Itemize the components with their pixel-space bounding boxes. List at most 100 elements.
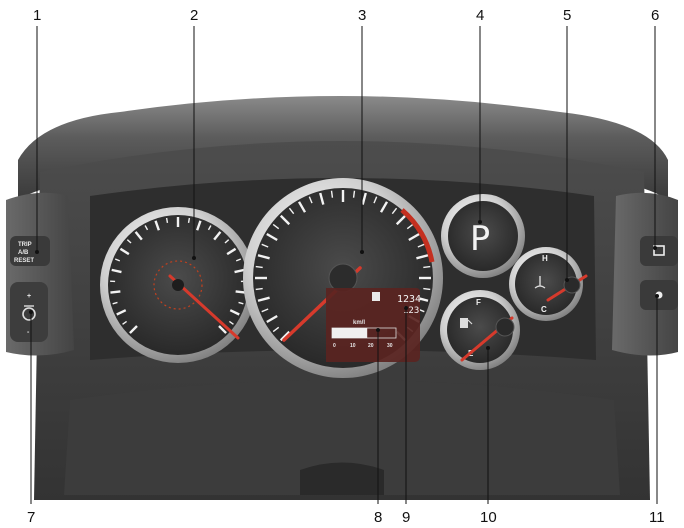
- fuel-economy-bar: [332, 328, 368, 338]
- tachometer-tick-16: [196, 220, 202, 231]
- speedometer-redzone: [400, 208, 435, 263]
- display-button[interactable]: [640, 236, 678, 266]
- svg-text:9: 9: [402, 509, 410, 526]
- tachometer-tick-6: [111, 268, 122, 274]
- callout-9: 9: [402, 306, 410, 526]
- svg-text:6: 6: [651, 7, 659, 24]
- speedometer-tick-13: [288, 207, 295, 215]
- speedometer-tick-28: [416, 254, 429, 260]
- speedometer-tick-22: [379, 201, 389, 213]
- tachometer-tick-13: [165, 217, 169, 224]
- tachometer-tick-25: [238, 301, 244, 305]
- gear-position-indicator: P: [441, 194, 525, 278]
- temp-high-label: H: [542, 254, 548, 263]
- coolant-temperature-gauge: H C: [509, 247, 588, 321]
- fuel-economy-scale-0: 0: [333, 343, 336, 349]
- speedometer-tick-29: [423, 265, 431, 269]
- speedometer-tick-23: [391, 207, 398, 215]
- callout-5: 5: [563, 7, 571, 282]
- speedometer-tick-17: [330, 190, 334, 198]
- tachometer-tick-1: [122, 320, 128, 325]
- trip-reset-button[interactable]: [10, 236, 50, 266]
- tachometer-tick-12: [154, 220, 160, 231]
- trip-indicator-icon: [372, 292, 380, 301]
- speedometer-tick-16: [319, 192, 325, 205]
- callout-6: 6: [651, 7, 659, 250]
- tachometer-tick-7: [114, 258, 121, 262]
- tachometer-tick-20: [226, 247, 237, 256]
- speedometer-tick-10: [266, 232, 278, 242]
- speedometer: 1234 123 km/l 0 10 20 30: [243, 178, 443, 378]
- tachometer-tick-18: [213, 231, 222, 241]
- speedometer-tick-31: [423, 287, 431, 291]
- callout-1: 1: [33, 7, 41, 254]
- tachometer-tick-17: [207, 225, 212, 231]
- fuel-full-label: F: [476, 298, 481, 307]
- callout-3: 3: [358, 7, 366, 254]
- svg-text:8: 8: [374, 509, 382, 526]
- trip-computer-display: 1234 123 km/l 0 10 20 30: [326, 288, 421, 362]
- display-button-icon: [653, 245, 665, 256]
- svg-text:11: 11: [649, 509, 665, 526]
- speedometer-tick-11: [272, 223, 280, 230]
- gear-letter: P: [470, 219, 490, 259]
- fuel-economy-scale-20: 20: [368, 343, 374, 349]
- tachometer-tick-21: [235, 258, 242, 262]
- speedometer-tick-15: [308, 196, 313, 204]
- odometer-line2: 123: [403, 306, 419, 316]
- tachometer-tick-10: [134, 231, 143, 241]
- speedometer-ticks: [255, 190, 431, 342]
- speedometer-tick-7: [255, 265, 263, 269]
- tachometer-tick-4: [110, 290, 121, 294]
- svg-text:4: 4: [476, 7, 484, 24]
- odometer-line1: 1234: [397, 294, 421, 305]
- left-control-pod: TRIP A/B RESET + -: [6, 192, 74, 356]
- tachometer-tick-19: [224, 239, 230, 244]
- tachometer-tick-28: [218, 325, 227, 334]
- callouts: 1 2 3 4 5 6 7: [27, 7, 665, 526]
- speedometer-tick-8: [257, 254, 270, 260]
- speedometer-tick-25: [406, 223, 414, 230]
- tachometer-tick-3: [112, 301, 118, 305]
- speedometer-tick-5: [255, 287, 263, 291]
- speedometer-tick-1: [272, 326, 280, 333]
- tachometer-tick-27: [228, 320, 234, 325]
- callout-11: 11: [649, 294, 665, 526]
- speedometer-tick-3: [261, 308, 269, 313]
- speedometer-tick-27: [417, 243, 425, 248]
- tachometer-tick-9: [126, 239, 132, 244]
- tachometer-ticks: [110, 217, 246, 334]
- ab-label: A/B: [18, 250, 29, 256]
- tachometer-tick-24: [235, 290, 246, 294]
- tachometer-tick-11: [144, 225, 149, 231]
- speedometer-tick-4: [257, 296, 270, 302]
- callout-7: 7: [27, 310, 35, 526]
- callout-2: 2: [190, 7, 198, 260]
- svg-text:1: 1: [33, 7, 41, 24]
- speedometer-tick-0: [279, 330, 291, 342]
- temp-low-label: C: [541, 305, 547, 314]
- fuel-pump-icon: [460, 318, 473, 328]
- coolant-temp-icon: [534, 276, 546, 289]
- svg-text:7: 7: [27, 509, 35, 526]
- trip-label: TRIP: [18, 242, 32, 248]
- fuel-economy-scale-30: 30: [387, 343, 393, 349]
- svg-text:+: +: [27, 293, 31, 300]
- svg-text:5: 5: [563, 7, 571, 24]
- right-control-pod: [612, 192, 678, 356]
- callout-8: 8: [374, 328, 382, 526]
- fuel-economy-scale-10: 10: [350, 343, 356, 349]
- speedometer-tick-14: [297, 201, 307, 213]
- svg-text:10: 10: [480, 509, 497, 526]
- reset-label: RESET: [14, 258, 34, 264]
- tachometer-tick-15: [187, 217, 191, 224]
- speedometer-tick-26: [408, 232, 420, 242]
- callout-4: 4: [476, 7, 484, 224]
- speedometer-tick-12: [279, 214, 291, 226]
- fuel-economy-unit: km/l: [353, 320, 365, 326]
- tachometer-tick-26: [229, 309, 240, 316]
- tachometer-tick-2: [116, 309, 127, 316]
- svg-text:-: -: [27, 329, 30, 336]
- tachometer: [100, 207, 256, 363]
